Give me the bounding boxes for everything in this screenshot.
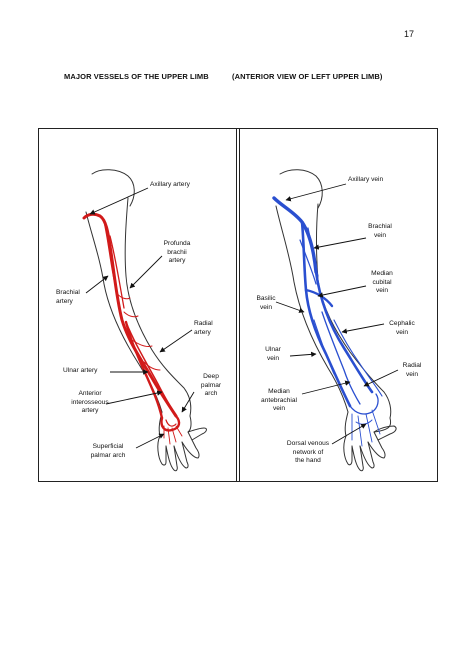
- label-cephalic-vein: Cephalic vein: [389, 320, 415, 336]
- figure-heading-title: MAJOR VESSELS OF THE UPPER LIMB: [64, 72, 209, 81]
- figure-heading-view: (ANTERIOR VIEW OF LEFT UPPER LIMB): [232, 72, 383, 81]
- label-superficial-palmar-arch: Superficial palmar arch: [90, 443, 126, 459]
- figure-frame: [38, 128, 438, 482]
- label-profunda-brachii-artery: Profunda brachii artery: [163, 240, 191, 265]
- label-radial-vein: Radial vein: [402, 362, 422, 378]
- label-radial-artery: Radial artery: [194, 320, 213, 336]
- right-panel-leader-lines: [275, 183, 399, 445]
- label-brachial-vein: Brachial vein: [368, 223, 392, 239]
- label-deep-palmar-arch: Deep palmar arch: [200, 373, 222, 398]
- label-ulnar-vein: Ulnar vein: [265, 346, 281, 362]
- label-dorsal-venous-network: Dorsal venous network of the hand: [286, 440, 330, 465]
- right-arm-outline: [275, 169, 397, 472]
- label-basilic-vein: Basilic vein: [256, 295, 276, 311]
- label-axillary-artery: Axillary artery: [150, 181, 190, 188]
- label-axillary-vein: Axillary vein: [348, 176, 384, 183]
- arteries: [82, 212, 183, 445]
- label-ulnar-artery: Ulnar artery: [63, 367, 98, 374]
- label-median-antebrachial-vein: Median antebrachial vein: [261, 388, 297, 413]
- label-median-cubital-vein: Median cubital vein: [371, 270, 393, 295]
- page-number: 17: [404, 29, 415, 39]
- left-arm-outline: [85, 169, 207, 472]
- left-panel-leader-lines: [85, 187, 195, 449]
- label-brachial-artery: Brachial artery: [56, 289, 80, 305]
- panel-divider: [236, 128, 240, 482]
- label-anterior-interosseous-artery: Anterior interosseous artery: [71, 390, 109, 415]
